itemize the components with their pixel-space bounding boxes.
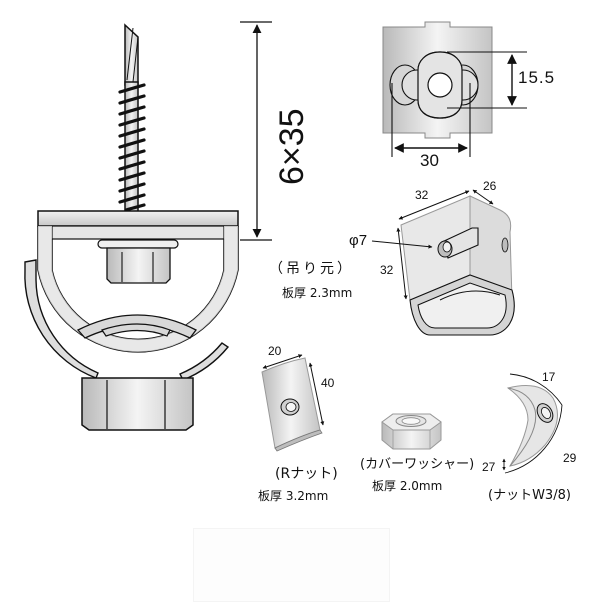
cover-washer-caption: (カバーワッシャー)	[360, 457, 475, 472]
r-nut-width-label: 20	[268, 344, 282, 358]
screw-icon	[118, 23, 146, 213]
hanger-isometric-icon	[400, 195, 515, 336]
hanger-caption: （吊り元）	[269, 261, 354, 277]
hanger-front-view-icon	[24, 210, 239, 431]
hanger-depth-label: 26	[483, 179, 497, 193]
nut-w-top-label: 17	[542, 370, 556, 384]
top-plate-width-label: 30	[420, 151, 439, 170]
hanger-thickness: 板厚 2.3mm	[282, 286, 353, 300]
r-nut-dimensions	[262, 354, 325, 426]
cover-washer-icon	[381, 413, 442, 450]
hanger-height-label: 32	[380, 263, 394, 277]
r-nut-thickness: 板厚 3.2mm	[258, 489, 329, 503]
r-nut-caption: (Rナット)	[275, 466, 338, 482]
nut-w-caption: (ナットW3/8)	[488, 488, 571, 503]
blank-panel	[193, 528, 390, 602]
hanger-hole-label: φ7	[349, 232, 368, 249]
r-nut-height-label: 40	[321, 376, 335, 390]
nut-w-icon	[506, 385, 558, 467]
top-plate-height-label: 15.5	[518, 68, 556, 87]
r-nut-icon	[261, 357, 323, 452]
hanger-width-label: 32	[415, 188, 429, 202]
cover-washer-thickness: 板厚 2.0mm	[372, 479, 443, 493]
screw-dimension-line	[240, 21, 272, 241]
top-plate-dimensions	[391, 51, 527, 157]
nut-w-dimensions	[502, 373, 563, 474]
nut-w-side-label: 29	[563, 451, 577, 465]
hanger-dimensions	[371, 189, 494, 300]
top-plate-icon	[382, 21, 493, 139]
nut-w-bottom-label: 27	[482, 460, 496, 474]
screw-size-label: 6×35	[273, 108, 311, 185]
